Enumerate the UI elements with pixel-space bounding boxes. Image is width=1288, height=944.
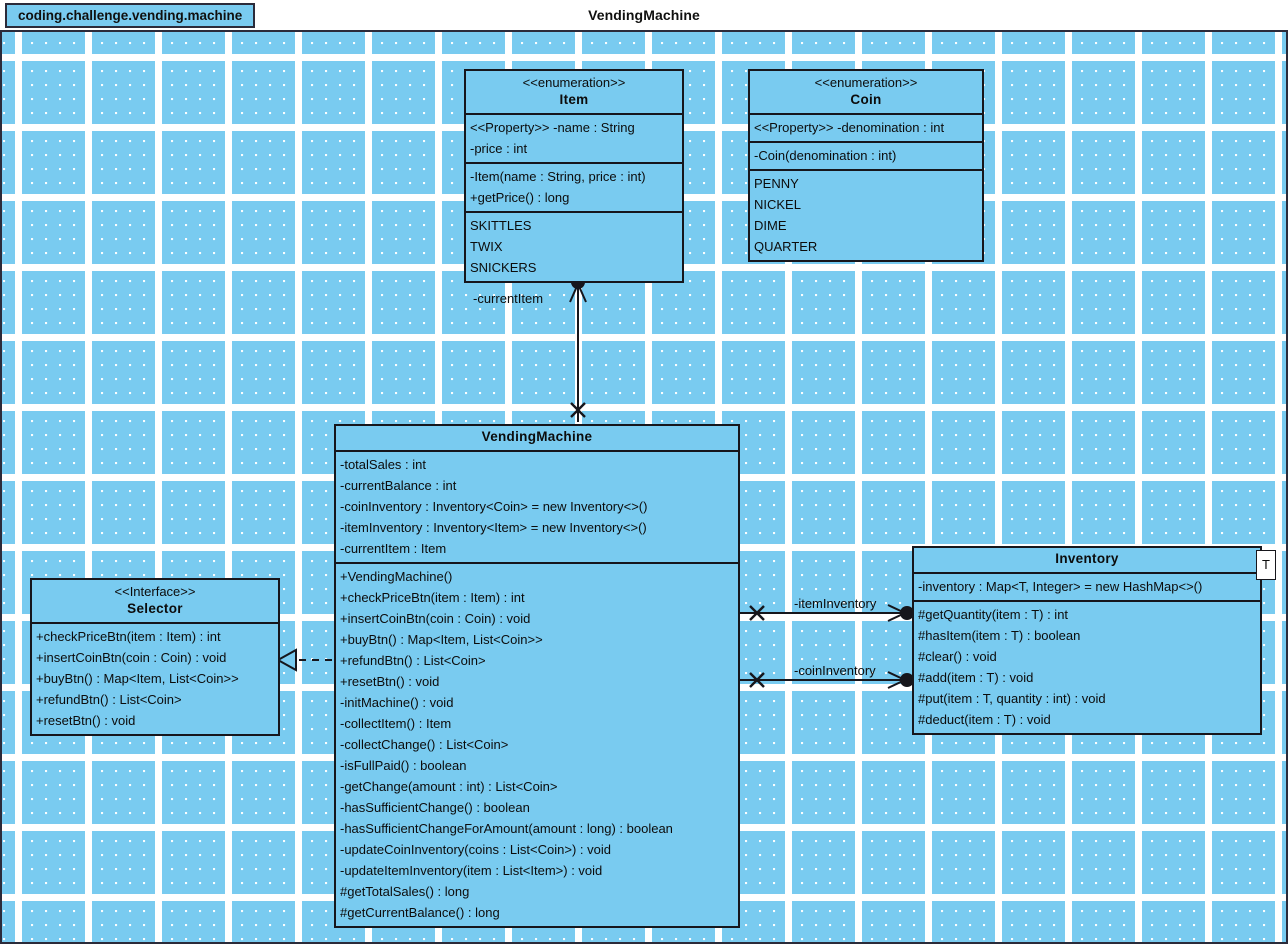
title-bar: VendingMachine coding.challenge.vending.… — [0, 0, 1288, 32]
attribute-row: -currentItem : Item — [340, 541, 447, 556]
operations-compartment-vendingmachine: +VendingMachine() +checkPriceBtn(item : … — [336, 564, 738, 926]
template-parameter-box: T — [1256, 550, 1276, 580]
operation-row: -hasSufficientChangeForAmount(amount : l… — [340, 821, 673, 836]
class-header-vendingmachine: VendingMachine — [336, 426, 738, 452]
literals-compartment-item: SKITTLES TWIX SNICKERS — [466, 213, 682, 281]
operation-row: +checkPriceBtn(item : Item) : int — [340, 590, 525, 605]
class-name-label: Selector — [127, 601, 183, 616]
stereotype-label: <<enumeration>> — [814, 75, 918, 90]
class-box-selector[interactable]: <<Interface>> Selector +checkPriceBtn(it… — [30, 578, 280, 736]
operations-compartment-inventory: #getQuantity(item : T) : int #hasItem(it… — [914, 602, 1260, 733]
operation-row: #add(item : T) : void — [918, 670, 1034, 685]
attribute-row: -price : int — [470, 141, 528, 156]
stereotype-label: <<Interface>> — [114, 584, 196, 599]
class-box-item[interactable]: <<enumeration>> Item <<Property>> -name … — [464, 69, 684, 283]
operation-row: -Item(name : String, price : int) — [470, 169, 646, 184]
diagram-canvas[interactable]: -currentItem -itemInventory -coinInvento… — [0, 30, 1288, 944]
class-header-inventory: Inventory — [914, 548, 1260, 574]
enum-literal-row: TWIX — [470, 239, 503, 254]
association-end-marker — [570, 402, 586, 418]
class-box-coin[interactable]: <<enumeration>> Coin <<Property>> -denom… — [748, 69, 984, 262]
operation-row: +refundBtn() : List<Coin> — [340, 653, 486, 668]
attributes-compartment-coin: <<Property>> -denomination : int — [750, 115, 982, 143]
attribute-row: -coinInventory : Inventory<Coin> = new I… — [340, 499, 648, 514]
attributes-compartment-inventory: -inventory : Map<T, Integer> = new HashM… — [914, 574, 1260, 602]
enum-literal-row: PENNY — [754, 176, 799, 191]
label-iteminventory: -itemInventory — [794, 596, 877, 611]
operation-row: +VendingMachine() — [340, 569, 453, 584]
operation-row: +insertCoinBtn(coin : Coin) : void — [340, 611, 531, 626]
operation-row: -initMachine() : void — [340, 695, 454, 710]
attribute-row: <<Property>> -name : String — [470, 120, 635, 135]
operation-row: +checkPriceBtn(item : Item) : int — [36, 629, 221, 644]
operation-row: #put(item : T, quantity : int) : void — [918, 691, 1106, 706]
operations-compartment-item: -Item(name : String, price : int) +getPr… — [466, 164, 682, 213]
literals-compartment-coin: PENNY NICKEL DIME QUARTER — [750, 171, 982, 260]
operation-row: +refundBtn() : List<Coin> — [36, 692, 182, 707]
class-header-coin: <<enumeration>> Coin — [750, 71, 982, 115]
operation-row: -Coin(denomination : int) — [754, 148, 897, 163]
operation-row: -isFullPaid() : boolean — [340, 758, 467, 773]
operation-row: +insertCoinBtn(coin : Coin) : void — [36, 650, 227, 665]
attribute-row: -itemInventory : Inventory<Item> = new I… — [340, 520, 647, 535]
class-name-label: Coin — [850, 92, 882, 107]
class-name-label: Inventory — [1055, 551, 1119, 566]
operation-row: #clear() : void — [918, 649, 997, 664]
operation-row: -updateItemInventory(item : List<Item>) … — [340, 863, 603, 878]
class-name-label: VendingMachine — [481, 429, 593, 444]
enum-literal-row: SKITTLES — [470, 218, 532, 233]
enum-literal-row: QUARTER — [754, 239, 818, 254]
operation-row: +buyBtn() : Map<Item, List<Coin>> — [36, 671, 239, 686]
operation-row: #deduct(item : T) : void — [918, 712, 1051, 727]
operation-row: -getChange(amount : int) : List<Coin> — [340, 779, 558, 794]
association-currentitem — [569, 275, 587, 422]
stereotype-label: <<enumeration>> — [522, 75, 626, 90]
operation-row: #getCurrentBalance() : long — [340, 905, 500, 920]
window-title: VendingMachine — [588, 7, 700, 23]
enum-literal-row: DIME — [754, 218, 787, 233]
attributes-compartment-item: <<Property>> -name : String -price : int — [466, 115, 682, 164]
attribute-row: -totalSales : int — [340, 457, 426, 472]
class-header-item: <<enumeration>> Item — [466, 71, 682, 115]
association-end-marker — [749, 605, 765, 621]
operations-compartment-selector: +checkPriceBtn(item : Item) : int +inser… — [32, 624, 278, 734]
operation-row: -collectItem() : Item — [340, 716, 452, 731]
label-currentitem: -currentItem — [473, 291, 544, 306]
operation-row: +resetBtn() : void — [340, 674, 440, 689]
realization-selector — [275, 648, 332, 672]
class-name-label: Item — [559, 92, 589, 107]
operation-row: +resetBtn() : void — [36, 713, 136, 728]
label-coininventory: -coinInventory — [794, 663, 876, 678]
operation-row: #getTotalSales() : long — [340, 884, 470, 899]
package-tab[interactable]: coding.challenge.vending.machine — [5, 3, 256, 28]
operation-row: -hasSufficientChange() : boolean — [340, 800, 530, 815]
operation-row: #getQuantity(item : T) : int — [918, 607, 1069, 622]
class-box-inventory[interactable]: Inventory -inventory : Map<T, Integer> =… — [912, 546, 1262, 735]
attribute-row: <<Property>> -denomination : int — [754, 120, 945, 135]
attributes-compartment-vendingmachine: -totalSales : int -currentBalance : int … — [336, 452, 738, 564]
attribute-row: -currentBalance : int — [340, 478, 457, 493]
operation-row: -collectChange() : List<Coin> — [340, 737, 509, 752]
class-header-selector: <<Interface>> Selector — [32, 580, 278, 624]
operation-row: +buyBtn() : Map<Item, List<Coin>> — [340, 632, 543, 647]
enum-literal-row: NICKEL — [754, 197, 801, 212]
association-end-marker — [749, 672, 765, 688]
operations-compartment-coin: -Coin(denomination : int) — [750, 143, 982, 171]
class-box-vendingmachine[interactable]: VendingMachine -totalSales : int -curren… — [334, 424, 740, 928]
operation-row: +getPrice() : long — [470, 190, 570, 205]
operation-row: #hasItem(item : T) : boolean — [918, 628, 1081, 643]
operation-row: -updateCoinInventory(coins : List<Coin>)… — [340, 842, 611, 857]
enum-literal-row: SNICKERS — [470, 260, 537, 275]
attribute-row: -inventory : Map<T, Integer> = new HashM… — [918, 579, 1203, 594]
